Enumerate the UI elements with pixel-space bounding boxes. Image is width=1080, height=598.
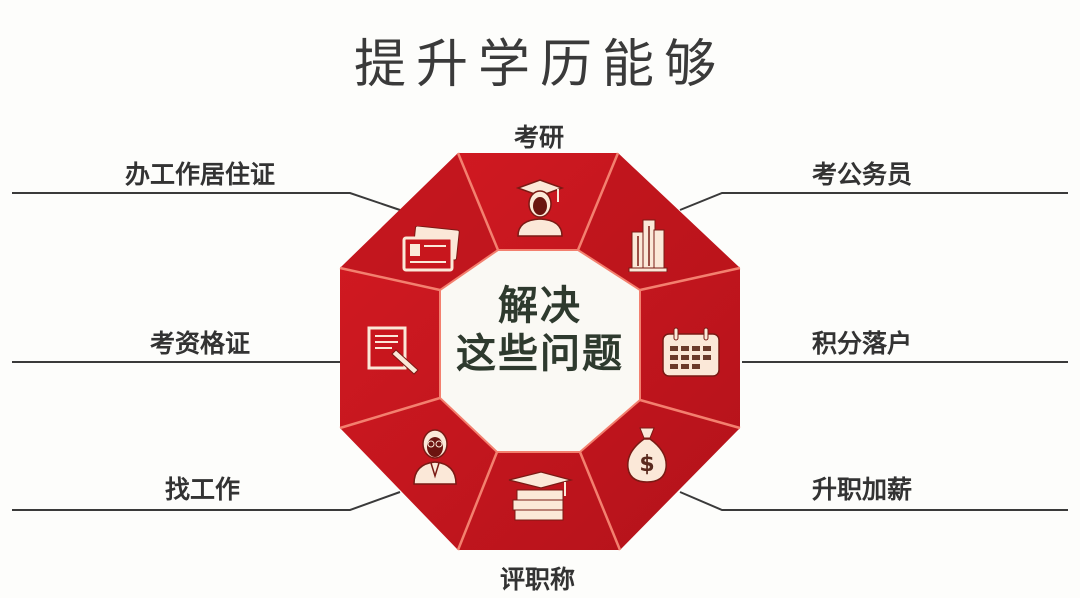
page-title: 提升学历能够 xyxy=(353,35,726,95)
businessman-icon xyxy=(413,429,457,485)
center-message: 解决 这些问题 xyxy=(440,282,640,378)
inner-octagon xyxy=(439,249,641,453)
books-cap-icon xyxy=(508,471,574,521)
money-bag-icon: $ xyxy=(627,427,667,483)
label-find-job: 找工作 xyxy=(165,475,241,504)
svg-text:$: $ xyxy=(639,452,654,477)
id-card-icon xyxy=(402,226,460,272)
label-qualification-cert: 考资格证 xyxy=(150,329,251,358)
center-line-2: 这些问题 xyxy=(456,331,624,377)
graduate-icon xyxy=(515,179,565,237)
calendar-icon xyxy=(662,327,720,377)
certificate-pen-icon xyxy=(367,326,419,375)
connector-lines xyxy=(12,192,1068,511)
label-civil-service: 考公务员 xyxy=(812,160,913,189)
label-promotion-raise: 升职加薪 xyxy=(812,475,913,504)
segment-dividers xyxy=(339,152,741,551)
label-kaoyan: 考研 xyxy=(514,123,565,152)
label-professional-title: 评职称 xyxy=(500,565,576,594)
center-line-1: 解决 xyxy=(498,283,582,329)
label-work-residence-permit: 办工作居住证 xyxy=(125,160,276,189)
buildings-icon xyxy=(628,219,668,272)
label-residence-points: 积分落户 xyxy=(812,329,913,358)
